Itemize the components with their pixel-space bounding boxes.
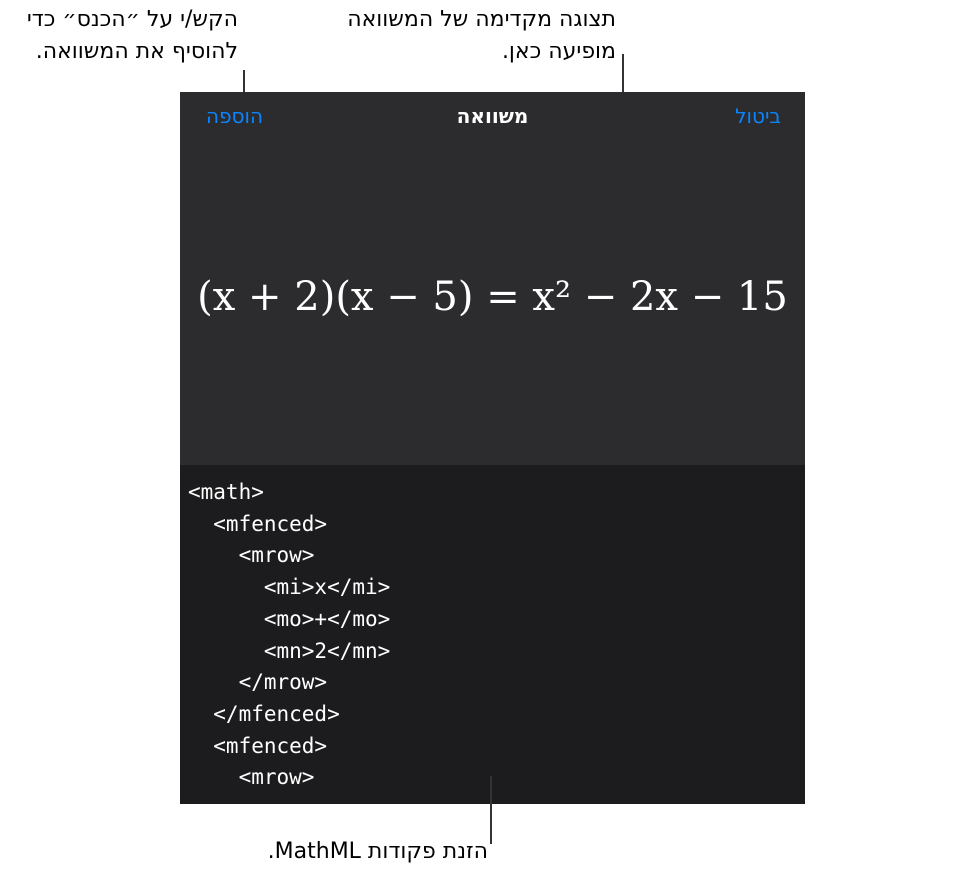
mathml-code-text[interactable]: <math> <mfenced> <mrow> <mi>x</mi> <mo>+… [188,480,391,790]
add-callout-leader-line [243,70,245,102]
add-button[interactable]: הוספה [206,104,264,128]
dialog-title: משוואה [456,104,529,128]
input-callout: הזנת פקודות MathML. [268,836,488,868]
cancel-button[interactable]: ביטול [735,104,781,128]
mathml-input-field[interactable]: <math> <mfenced> <mrow> <mi>x</mi> <mo>+… [180,465,805,804]
input-callout-leader-line [490,776,492,844]
nav-bar: הוספה משוואה ביטול [180,92,805,144]
equation-preview-area: (x + 2)(x − 5) = x² − 2x − 15 [180,144,805,465]
input-callout-text: הזנת פקודות MathML. [267,839,488,864]
preview-callout-line2: מופיעה כאן. [501,39,616,64]
preview-callout-line1: תצוגה מקדימה של המשוואה [347,7,616,32]
equation-preview: (x + 2)(x − 5) = x² − 2x − 15 [197,274,788,320]
add-callout-line1: הקש/י על ״הכנס״ כדי [26,7,238,32]
add-callout-line2: להוסיף את המשוואה. [35,39,238,64]
equation-dialog: הוספה משוואה ביטול (x + 2)(x − 5) = x² −… [180,92,805,804]
add-callout: הקש/י על ״הכנס״ כדי להוסיף את המשוואה. [27,4,238,68]
preview-callout: תצוגה מקדימה של המשוואה מופיעה כאן. [347,4,616,68]
